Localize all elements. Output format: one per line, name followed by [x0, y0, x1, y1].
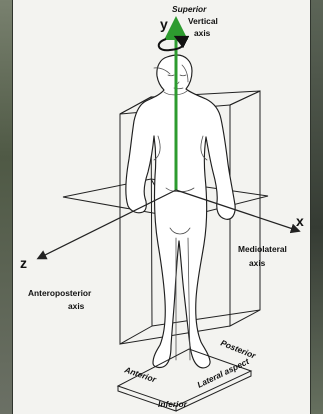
inferior-label: Inferior — [158, 399, 188, 409]
vertical-axis-label-line-1: Vertical — [188, 16, 218, 26]
vertical-axis-label-line-2: axis — [194, 28, 211, 38]
posterior-label: Posterior — [219, 338, 258, 361]
anteroposterior-axis-label-line-1: Anteroposterior — [28, 288, 92, 298]
mediolateral-axis-label-line-1: Mediolateral — [238, 244, 287, 254]
y-axis-letter: y — [160, 16, 168, 32]
anteroposterior-axis-label-line-2: axis — [68, 301, 85, 311]
rotation-arrow — [159, 39, 184, 50]
anterior-label: Anterior — [122, 364, 158, 385]
plane-corner-link-right — [230, 91, 260, 105]
x-axis-letter: x — [296, 213, 304, 229]
mediolateral-axis-label-line-2: axis — [249, 258, 266, 268]
z-axis-letter: z — [20, 255, 27, 271]
superior-label: Superior — [172, 4, 207, 14]
